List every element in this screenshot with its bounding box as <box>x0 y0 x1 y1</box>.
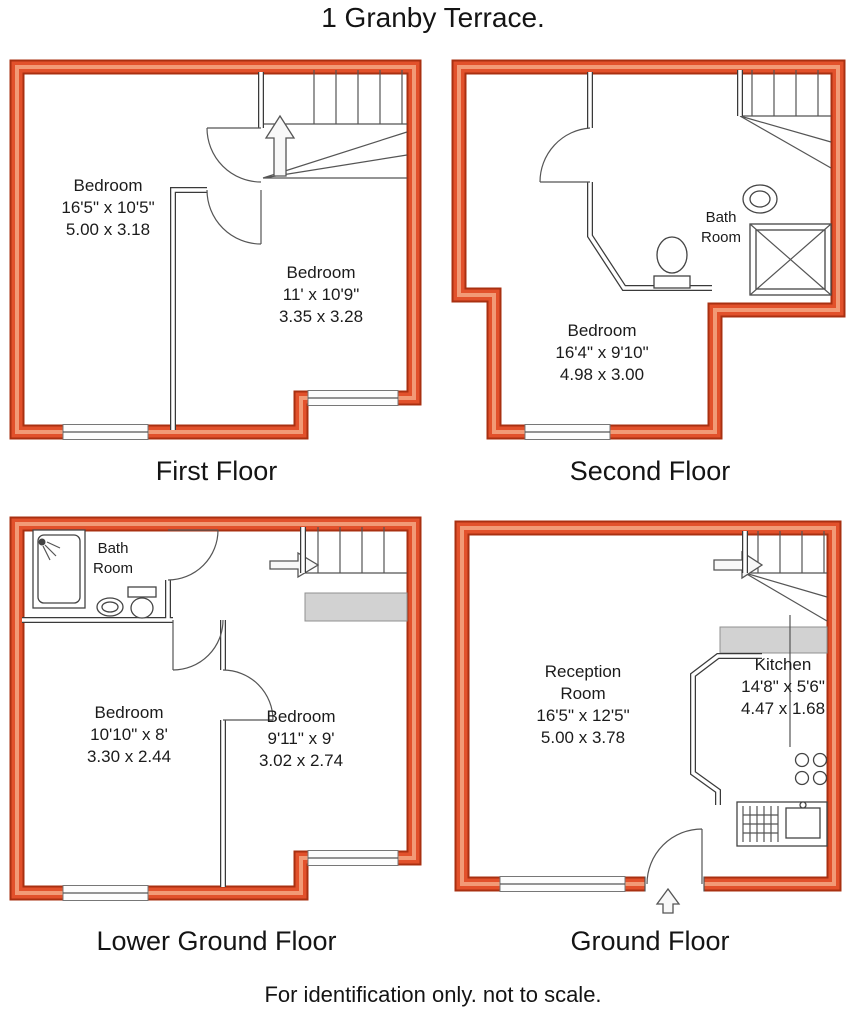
room-name: Bedroom <box>266 707 336 726</box>
stair-void <box>304 592 408 622</box>
sink-icon <box>742 184 778 214</box>
page-title: 1 Granby Terrace. <box>321 2 545 33</box>
room-name-line2: Room <box>700 229 742 246</box>
interior-walls <box>170 72 264 430</box>
room-label-bedroom: Bedroom 10'10" x 8' 3.30 x 2.44 <box>87 702 171 768</box>
room-label-kitchen: Kitchen 14'8" x 5'6" 4.47 x 1.68 <box>741 654 825 720</box>
room-name-line1: Bath <box>97 540 129 557</box>
window <box>499 876 626 892</box>
room-dims-imperial: 16'5" x 12'5" <box>536 706 630 725</box>
window <box>307 850 399 866</box>
window <box>62 424 149 440</box>
room-dims-metric: 4.47 x 1.68 <box>740 699 826 718</box>
room-dims-imperial: 11' x 10'9" <box>282 285 360 304</box>
room-dims-metric: 5.00 x 3.78 <box>540 728 626 747</box>
interior-walls <box>22 527 306 887</box>
window <box>62 885 149 901</box>
room-dims-imperial: 9'11" x 9' <box>267 729 335 748</box>
lower-ground-floor-plan: Bath Room Bedroom 10'10" x 8' 3.30 x 2.4… <box>8 515 425 905</box>
room-name: Bedroom <box>73 176 143 195</box>
disclaimer-text: For identification only. not to scale. <box>264 982 602 1007</box>
room-dims-metric: 3.30 x 2.44 <box>86 747 172 766</box>
room-dims-imperial: 16'5" x 10'5" <box>61 198 155 217</box>
entrance-arrow-icon <box>655 887 681 914</box>
room-name-line1: Bath <box>705 209 737 226</box>
room-label-bathroom: Bath Room <box>93 539 133 579</box>
room-name-line2: Room <box>92 560 134 577</box>
floor-caption-second: Second Floor <box>569 456 731 486</box>
room-dims-metric: 3.35 x 3.28 <box>278 307 364 326</box>
floor-area <box>17 67 414 432</box>
room-dims-imperial: 14'8" x 5'6" <box>741 677 825 696</box>
room-dims-imperial: 16'4" x 9'10" <box>555 343 649 362</box>
first-floor-plan: Bedroom 16'5" x 10'5" 5.00 x 3.18 Bedroo… <box>8 58 425 446</box>
room-label-bedroom: Bedroom 16'5" x 10'5" 5.00 x 3.18 <box>61 175 154 241</box>
sink-icon <box>96 597 124 617</box>
room-dims-metric: 4.98 x 3.00 <box>559 365 645 384</box>
window <box>524 424 611 440</box>
room-name-line2: Room <box>560 684 606 703</box>
stairs <box>744 531 828 622</box>
bath-icon <box>749 223 832 296</box>
room-name: Bedroom <box>286 263 356 282</box>
floor-caption-lower-ground: Lower Ground Floor <box>96 926 337 956</box>
floor-caption-ground: Ground Floor <box>570 926 730 956</box>
toilet-icon <box>653 236 691 289</box>
room-label-bedroom: Bedroom 16'4" x 9'10" 4.98 x 3.00 <box>555 320 648 386</box>
toilet-icon <box>127 586 157 619</box>
entrance-door <box>644 828 705 892</box>
stair-void <box>719 626 828 654</box>
room-label-bathroom: Bath Room <box>701 208 741 248</box>
interior-walls <box>690 531 762 805</box>
stairs <box>303 527 407 574</box>
room-label-reception: Reception Room 16'5" x 12'5" 5.00 x 3.78 <box>536 661 629 749</box>
floor-caption-first: First Floor <box>155 456 278 486</box>
room-name: Kitchen <box>754 655 812 674</box>
room-dims-imperial: 10'10" x 8' <box>90 725 168 744</box>
door-swing-icon <box>167 529 274 721</box>
ground-floor-plan-drawing <box>450 515 850 914</box>
room-label-bedroom: Bedroom 11' x 10'9" 3.35 x 3.28 <box>279 262 363 328</box>
stairs-up-arrow-icon <box>264 114 296 177</box>
hob-icon <box>794 752 828 786</box>
first-floor-plan-drawing <box>8 58 425 440</box>
window <box>307 390 399 406</box>
room-name-line1: Reception <box>544 662 622 681</box>
second-floor-plan-drawing <box>450 58 850 440</box>
lower-ground-floor-plan-drawing <box>8 515 425 901</box>
room-dims-metric: 5.00 x 3.18 <box>65 220 151 239</box>
ground-floor-plan: Reception Room 16'5" x 12'5" 5.00 x 3.78… <box>450 515 850 915</box>
room-dims-metric: 3.02 x 2.74 <box>258 751 344 770</box>
second-floor-plan: Bath Room Bedroom 16'4" x 9'10" 4.98 x 3… <box>450 58 850 446</box>
door-swing-icon <box>206 127 262 245</box>
shower-icon <box>32 529 86 609</box>
room-label-bedroom: Bedroom 9'11" x 9' 3.02 x 2.74 <box>259 706 343 772</box>
kitchen-sink-icon <box>736 801 828 847</box>
room-name: Bedroom <box>94 703 164 722</box>
room-name: Bedroom <box>567 321 637 340</box>
door-swing-icon <box>539 127 591 183</box>
stairs <box>739 70 832 169</box>
